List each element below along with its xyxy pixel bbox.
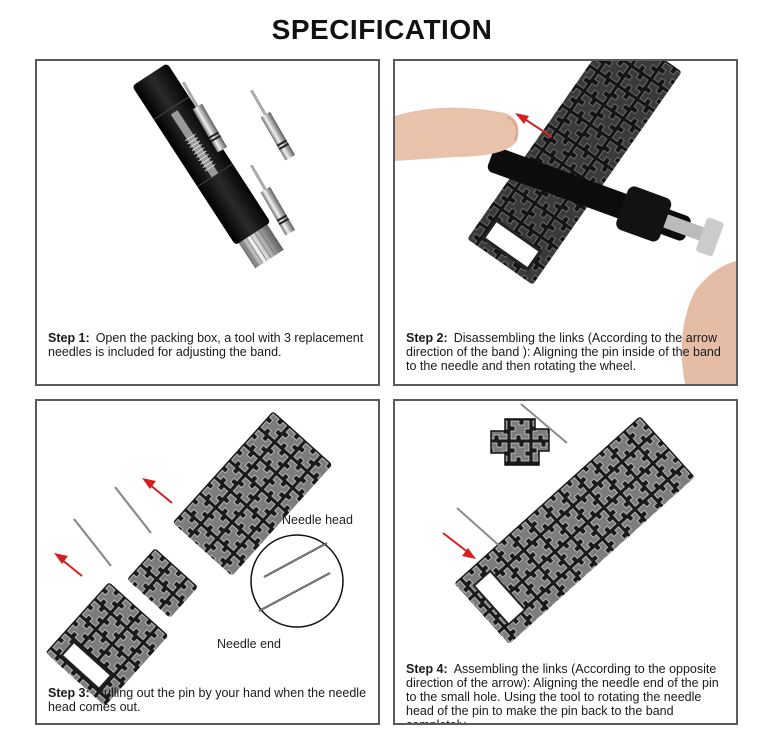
step-4-panel: Step 4:Assembling the links (According t… (393, 399, 738, 725)
pin-icon (73, 518, 112, 567)
step-text: Open the packing box, a tool with 3 repl… (48, 331, 364, 359)
watch-band-icon (455, 417, 694, 643)
hand-icon (681, 261, 736, 384)
needle-end-label: Needle end (217, 637, 281, 651)
assembling-links-image (442, 403, 694, 643)
page-title: SPECIFICATION (271, 14, 493, 45)
needle-head-label: Needle head (282, 513, 353, 527)
needle-detail-circle (250, 534, 344, 628)
pulling-out-pin-image (46, 412, 344, 705)
watch-band-icon (468, 61, 681, 284)
step-text: Disassembling the links (According to th… (406, 331, 721, 373)
red-arrow-icon (515, 113, 553, 138)
removed-link-icon (490, 418, 550, 466)
disassembling-links-image (395, 61, 736, 384)
band-end-icon (46, 583, 168, 705)
step-label: Step 3: (48, 686, 90, 700)
red-arrow-icon (442, 532, 476, 559)
pin-icon (520, 403, 568, 444)
adjustment-tool-icon (487, 147, 724, 257)
step-4-caption: Step 4:Assembling the links (According t… (406, 662, 728, 725)
red-arrow-icon (54, 553, 83, 577)
tool-and-needles-image (133, 64, 296, 269)
replacement-needle-icon (182, 81, 296, 236)
step-label: Step 1: (48, 331, 90, 345)
pin-icon (456, 507, 504, 550)
watch-band-segment-icon (173, 412, 332, 575)
step-1-panel: Step 1:Open the packing box, a tool with… (35, 59, 380, 386)
finger-icon (395, 107, 519, 161)
step-label: Step 2: (406, 331, 448, 345)
red-arrow-icon (142, 478, 173, 504)
step-label: Step 4: (406, 662, 448, 676)
step-2-caption: Step 2:Disassembling the links (Accordin… (406, 331, 728, 373)
step-1-caption: Step 1:Open the packing box, a tool with… (48, 331, 370, 359)
step-3-panel: Needle head Needle end Step 3:Pulling ou… (35, 399, 380, 725)
step-text: Pulling out the pin by your hand when th… (48, 686, 367, 714)
step-3-caption: Step 3:Pulling out the pin by your hand … (48, 686, 370, 714)
step-text: Assembling the links (According to the o… (406, 662, 719, 725)
adjustment-tool-icon (133, 64, 284, 269)
pin-icon (114, 486, 152, 534)
step-2-panel: Step 2:Disassembling the links (Accordin… (393, 59, 738, 386)
removed-link-icon (128, 549, 197, 617)
